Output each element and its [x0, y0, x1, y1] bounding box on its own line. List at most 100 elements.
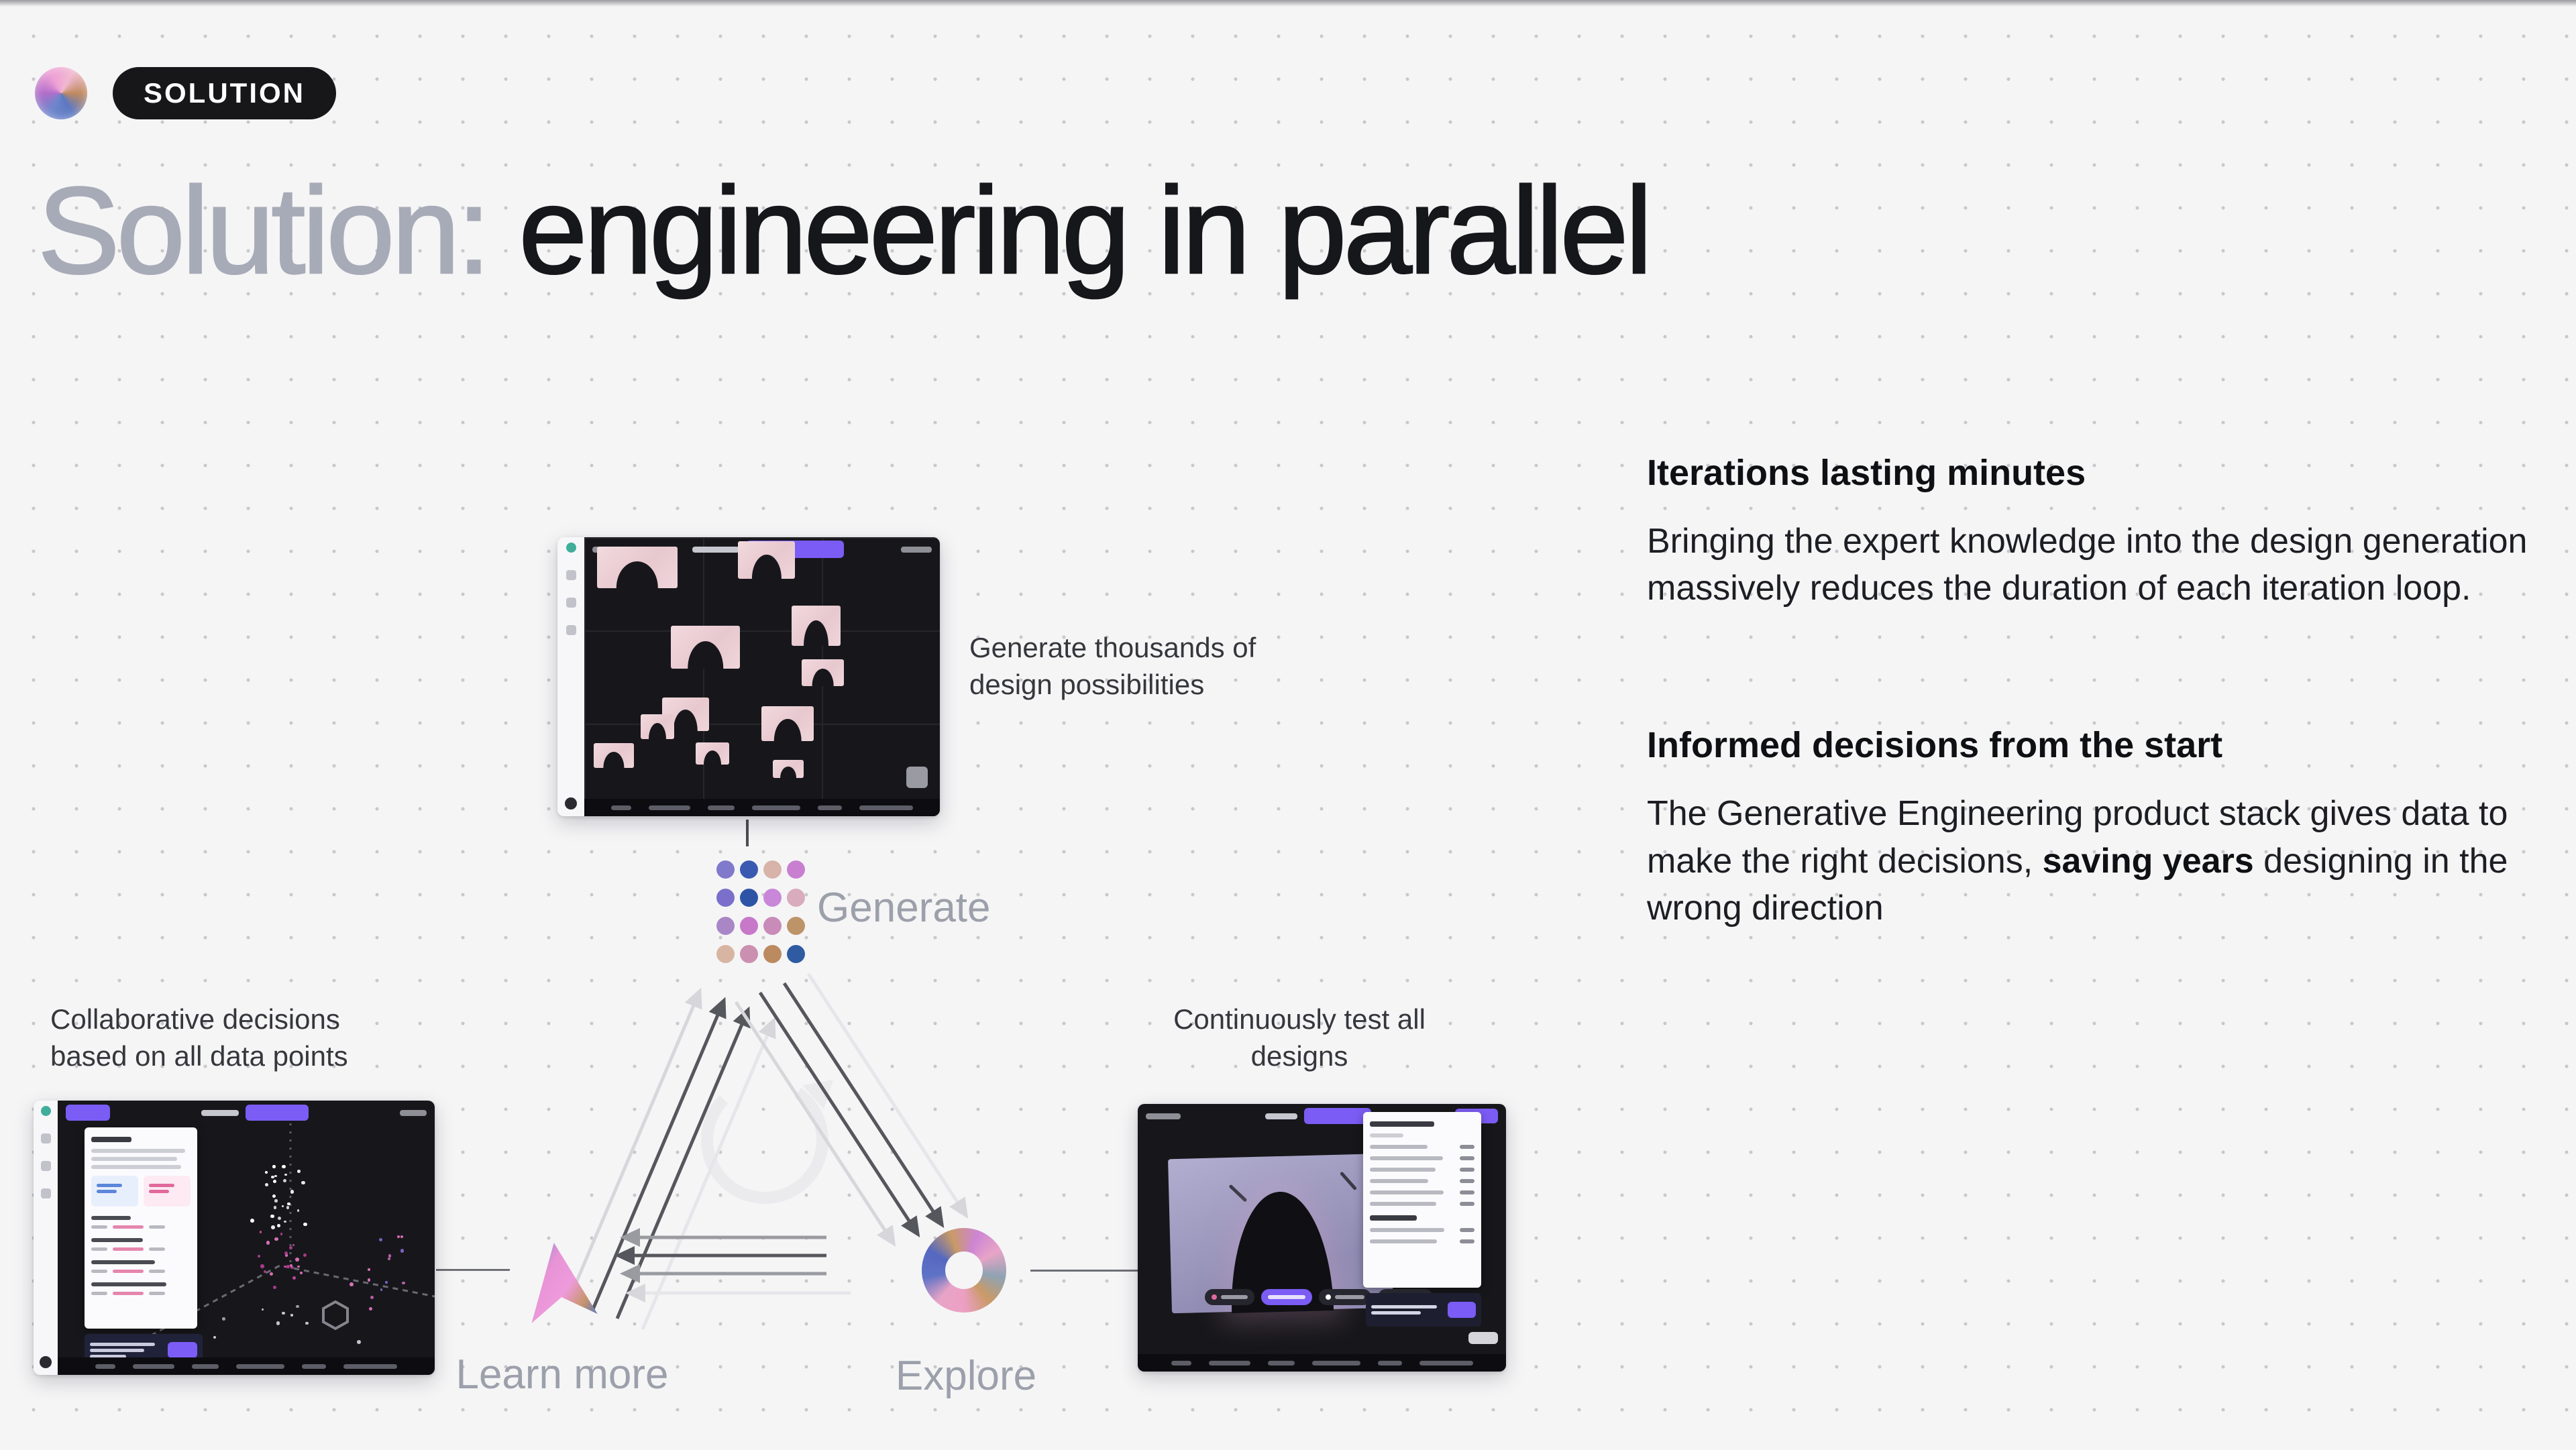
- footer-text: [752, 805, 800, 810]
- data-point: [368, 1268, 370, 1271]
- data-point: [299, 1272, 303, 1274]
- data-point: [266, 1241, 270, 1245]
- connector-learn: [436, 1269, 510, 1271]
- data-point: [286, 1265, 290, 1268]
- caption-learn: Collaborative decisions based on all dat…: [50, 1003, 348, 1072]
- result-row: [1370, 1190, 1474, 1194]
- data-point: [284, 1266, 286, 1268]
- comparison-panel: [85, 1127, 197, 1329]
- tool-icon: [566, 570, 576, 580]
- learn-more-node-label: Learn more: [455, 1351, 669, 1398]
- avatar: [565, 797, 577, 810]
- footer-text: [649, 805, 690, 810]
- data-point: [276, 1223, 281, 1228]
- load-case-pill: [1319, 1289, 1371, 1305]
- data-point: [297, 1209, 300, 1212]
- result-row: [1370, 1228, 1474, 1232]
- design-tile: [761, 706, 814, 741]
- data-point: [271, 1175, 274, 1179]
- data-point: [301, 1180, 305, 1185]
- data-point: [273, 1206, 276, 1209]
- data-point: [272, 1165, 276, 1168]
- grid-dot: [716, 889, 735, 907]
- primary-button: [66, 1105, 110, 1121]
- benefit-body-2: The Generative Engineering product stack…: [1647, 794, 2508, 928]
- data-point: [250, 1219, 254, 1223]
- data-point: [259, 1230, 262, 1233]
- simulation-canvas: [1138, 1104, 1506, 1372]
- data-point: [270, 1225, 275, 1229]
- hexagon-icon: [322, 1300, 349, 1331]
- result-row: [1370, 1145, 1474, 1149]
- data-point: [274, 1237, 278, 1241]
- data-point: [284, 1220, 286, 1223]
- data-point: [384, 1281, 388, 1284]
- data-point: [289, 1246, 293, 1250]
- data-point: [297, 1170, 301, 1173]
- app-footer: [584, 799, 940, 816]
- benefit-bold-phrase: saving years: [2042, 841, 2254, 881]
- data-point: [296, 1304, 299, 1308]
- data-point: [303, 1222, 307, 1226]
- data-point: [290, 1266, 294, 1270]
- data-point: [290, 1264, 293, 1268]
- footer-text: [343, 1363, 397, 1369]
- data-point: [370, 1295, 374, 1299]
- data-point: [265, 1171, 268, 1174]
- data-point: [305, 1321, 309, 1325]
- caption-explore: Continuously test all designs: [1173, 1003, 1426, 1072]
- design-tile: [597, 547, 678, 588]
- benefit-heading-2: Informed decisions from the start: [1647, 725, 2223, 766]
- footer-text: [302, 1363, 326, 1369]
- grid-dot: [763, 917, 782, 935]
- scatter-axes: [97, 1123, 435, 1365]
- data-point: [281, 1205, 284, 1208]
- result-row: [1370, 1168, 1474, 1172]
- app-logo-icon: [40, 1106, 51, 1116]
- data-point: [282, 1164, 286, 1168]
- data-point: [284, 1253, 288, 1257]
- data-point: [357, 1339, 362, 1344]
- design-chip-blue: [91, 1176, 138, 1207]
- notification-card: [1366, 1293, 1481, 1327]
- data-point: [263, 1270, 267, 1274]
- footer-text: [1267, 1360, 1295, 1365]
- grid-dot: [787, 917, 805, 935]
- grid-dot: [740, 889, 758, 907]
- primary-button: [1448, 1302, 1476, 1318]
- footer-text: [1419, 1360, 1473, 1365]
- data-point: [292, 1243, 294, 1247]
- data-point: [400, 1235, 403, 1239]
- result-row: [1370, 1179, 1474, 1183]
- data-point: [276, 1321, 280, 1325]
- footer-text: [192, 1363, 219, 1369]
- data-point: [303, 1253, 307, 1258]
- data-point: [294, 1257, 299, 1262]
- tool-icon: [40, 1188, 51, 1198]
- solution-badge: SOLUTION: [113, 67, 336, 119]
- title-main: engineering in parallel: [518, 161, 1654, 299]
- data-point: [274, 1199, 278, 1203]
- arrows-explore-to-learn: [614, 1228, 851, 1302]
- design-tile: [773, 760, 804, 778]
- footer-text: [708, 805, 735, 810]
- data-point: [388, 1254, 392, 1258]
- app-sidebar: [34, 1101, 58, 1375]
- data-point: [401, 1281, 405, 1285]
- data-point: [286, 1206, 290, 1210]
- widget-box: [906, 767, 928, 788]
- data-point: [284, 1251, 288, 1256]
- caption-generate: Generate thousands of design possibiliti…: [969, 632, 1256, 701]
- data-point: [378, 1238, 382, 1242]
- tool-icon: [40, 1161, 51, 1171]
- comparison-chips: [91, 1176, 191, 1207]
- data-point: [387, 1257, 391, 1261]
- arrows-generate-to-explore: [734, 972, 969, 1247]
- app-footer: [58, 1357, 435, 1375]
- data-point: [260, 1264, 264, 1268]
- footer-text: [1171, 1360, 1191, 1365]
- grid-dot: [763, 860, 782, 879]
- screenshot-decision-app: [34, 1101, 435, 1375]
- data-point: [262, 1308, 264, 1310]
- footer-text: [859, 805, 913, 810]
